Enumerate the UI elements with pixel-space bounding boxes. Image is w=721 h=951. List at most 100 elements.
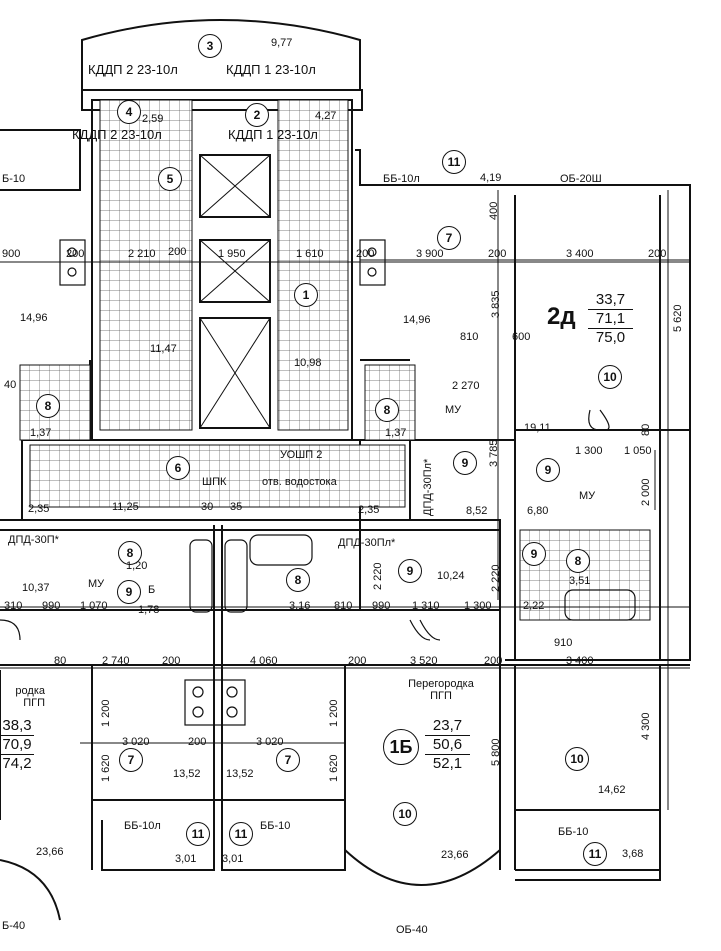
dimension: 200	[648, 248, 667, 260]
area-value: 3,68	[622, 848, 644, 860]
room-7-marker: 7	[119, 748, 143, 772]
living-area: 33,7	[588, 291, 633, 310]
room-9-marker: 9	[398, 559, 422, 583]
living-area: 23,7	[425, 717, 470, 736]
dimension: 3 400	[566, 655, 594, 667]
dimension: 810	[460, 331, 479, 343]
door-label: КДДП 1 23-10л	[226, 62, 316, 77]
gross-area: 74,2	[2, 755, 32, 772]
dimension: 1 950	[218, 248, 246, 260]
room-6-marker: 6	[166, 456, 190, 480]
room-11-marker: 11	[583, 842, 607, 866]
dimension: 80	[640, 423, 652, 436]
area-value: 2,35	[358, 504, 380, 516]
room-11-marker: 11	[442, 150, 466, 174]
dimension: 3 400	[566, 248, 594, 260]
dimension: 2 220	[490, 564, 502, 592]
shaft-label: УОШП 2	[280, 449, 323, 461]
dimension: 900	[2, 248, 21, 260]
mu-label: МУ	[579, 490, 596, 502]
dimension: 30	[201, 501, 214, 513]
dimension: 810	[334, 600, 353, 612]
area-value: 2,59	[142, 113, 164, 125]
dimension: 3 785	[488, 439, 500, 467]
dimension: 1 300	[464, 600, 492, 612]
dimension: 3 520	[410, 655, 438, 667]
dimension: 3 020	[256, 736, 284, 748]
living-area: 38,3	[0, 717, 34, 736]
area-value: 14,96	[403, 314, 431, 326]
total-area: 70,9	[0, 736, 34, 755]
room-7-marker: 7	[437, 226, 461, 250]
partition-label: родка ПГП	[15, 685, 45, 709]
area-value: 1,20	[126, 560, 148, 572]
door-label: КДДП 1 23-10л	[228, 127, 318, 142]
room-8-marker: 8	[375, 398, 399, 422]
partition-label: Перегородка ПГП	[408, 678, 474, 702]
dimension: 2 220	[372, 562, 384, 590]
door-label: ДПД-30Пл*	[338, 537, 396, 549]
room-10-marker: 10	[393, 802, 417, 826]
dimension: 2 000	[640, 478, 652, 506]
area-value: 3,01	[222, 853, 244, 865]
area-value: 1,78	[138, 604, 160, 616]
area-value: 10,24	[437, 570, 465, 582]
room-9-marker: 9	[536, 458, 560, 482]
room-10-marker: 10	[598, 365, 622, 389]
dimension: 1 200	[100, 699, 112, 727]
dimension: 990	[42, 600, 61, 612]
window-label: ББ-10	[558, 826, 589, 838]
dimension: 990	[372, 600, 391, 612]
dimension: 200	[168, 246, 187, 258]
dimension: 200	[488, 248, 507, 260]
mu-label: МУ	[445, 404, 462, 416]
area-value: 19,11	[524, 422, 551, 434]
dimension: 3 835	[490, 290, 502, 318]
door-label: КДДП 2 23-10л	[72, 127, 162, 142]
room-9-marker: 9	[522, 542, 546, 566]
window-label: ББ-10л	[383, 173, 420, 185]
room-7-marker: 7	[276, 748, 300, 772]
apartment-1b-areas: 23,7 50,6 52,1	[425, 717, 470, 773]
total-area: 71,1	[588, 310, 633, 329]
dimension: 1 300	[575, 445, 603, 457]
room-8-marker: 8	[36, 394, 60, 418]
dimension: 5 800	[490, 738, 502, 766]
area-value: 4,19	[480, 172, 502, 184]
area-value: 14,62	[598, 784, 626, 796]
dimension: 2 270	[452, 380, 480, 392]
dimension: 1 610	[296, 248, 324, 260]
area-value: 1,37	[30, 427, 52, 439]
room-4-marker: 4	[117, 100, 141, 124]
window-label: ББ-10л	[124, 820, 161, 832]
area-value: 23,66	[36, 846, 64, 858]
room-8-marker: 8	[286, 568, 310, 592]
area-value: 2,35	[28, 503, 50, 515]
window-label: ОБ-40	[396, 924, 428, 936]
area-value: 10,98	[294, 357, 322, 369]
dimension: 1 200	[328, 699, 340, 727]
room-9-marker: 9	[117, 580, 141, 604]
dimension: 200	[356, 248, 375, 260]
dimension: 2 740	[102, 655, 130, 667]
area-value: 11,47	[150, 343, 177, 355]
dimension: 3 020	[122, 736, 150, 748]
area-value: 14,96	[20, 312, 48, 324]
total-area: 50,6	[425, 736, 470, 755]
window-label: ОБ-20Ш	[560, 173, 602, 185]
area-value: 13,52	[226, 768, 254, 780]
dimension: 40	[4, 379, 17, 391]
dimension: 1 620	[100, 754, 112, 782]
area-value: 8,52	[466, 505, 488, 517]
area-value: 23,66	[441, 849, 469, 861]
dimension: 600	[512, 331, 531, 343]
dimension: 4 300	[640, 712, 652, 740]
room-8-marker: 8	[118, 541, 142, 565]
door-label: КДДП 2 23-10л	[88, 62, 178, 77]
mu-label: МУ	[88, 578, 105, 590]
apartment-2d-areas: 33,7 71,1 75,0	[588, 291, 633, 347]
apartment-2d-tag: 2д	[547, 303, 576, 330]
dimension: 310	[4, 600, 23, 612]
dimension: 200	[66, 248, 85, 260]
